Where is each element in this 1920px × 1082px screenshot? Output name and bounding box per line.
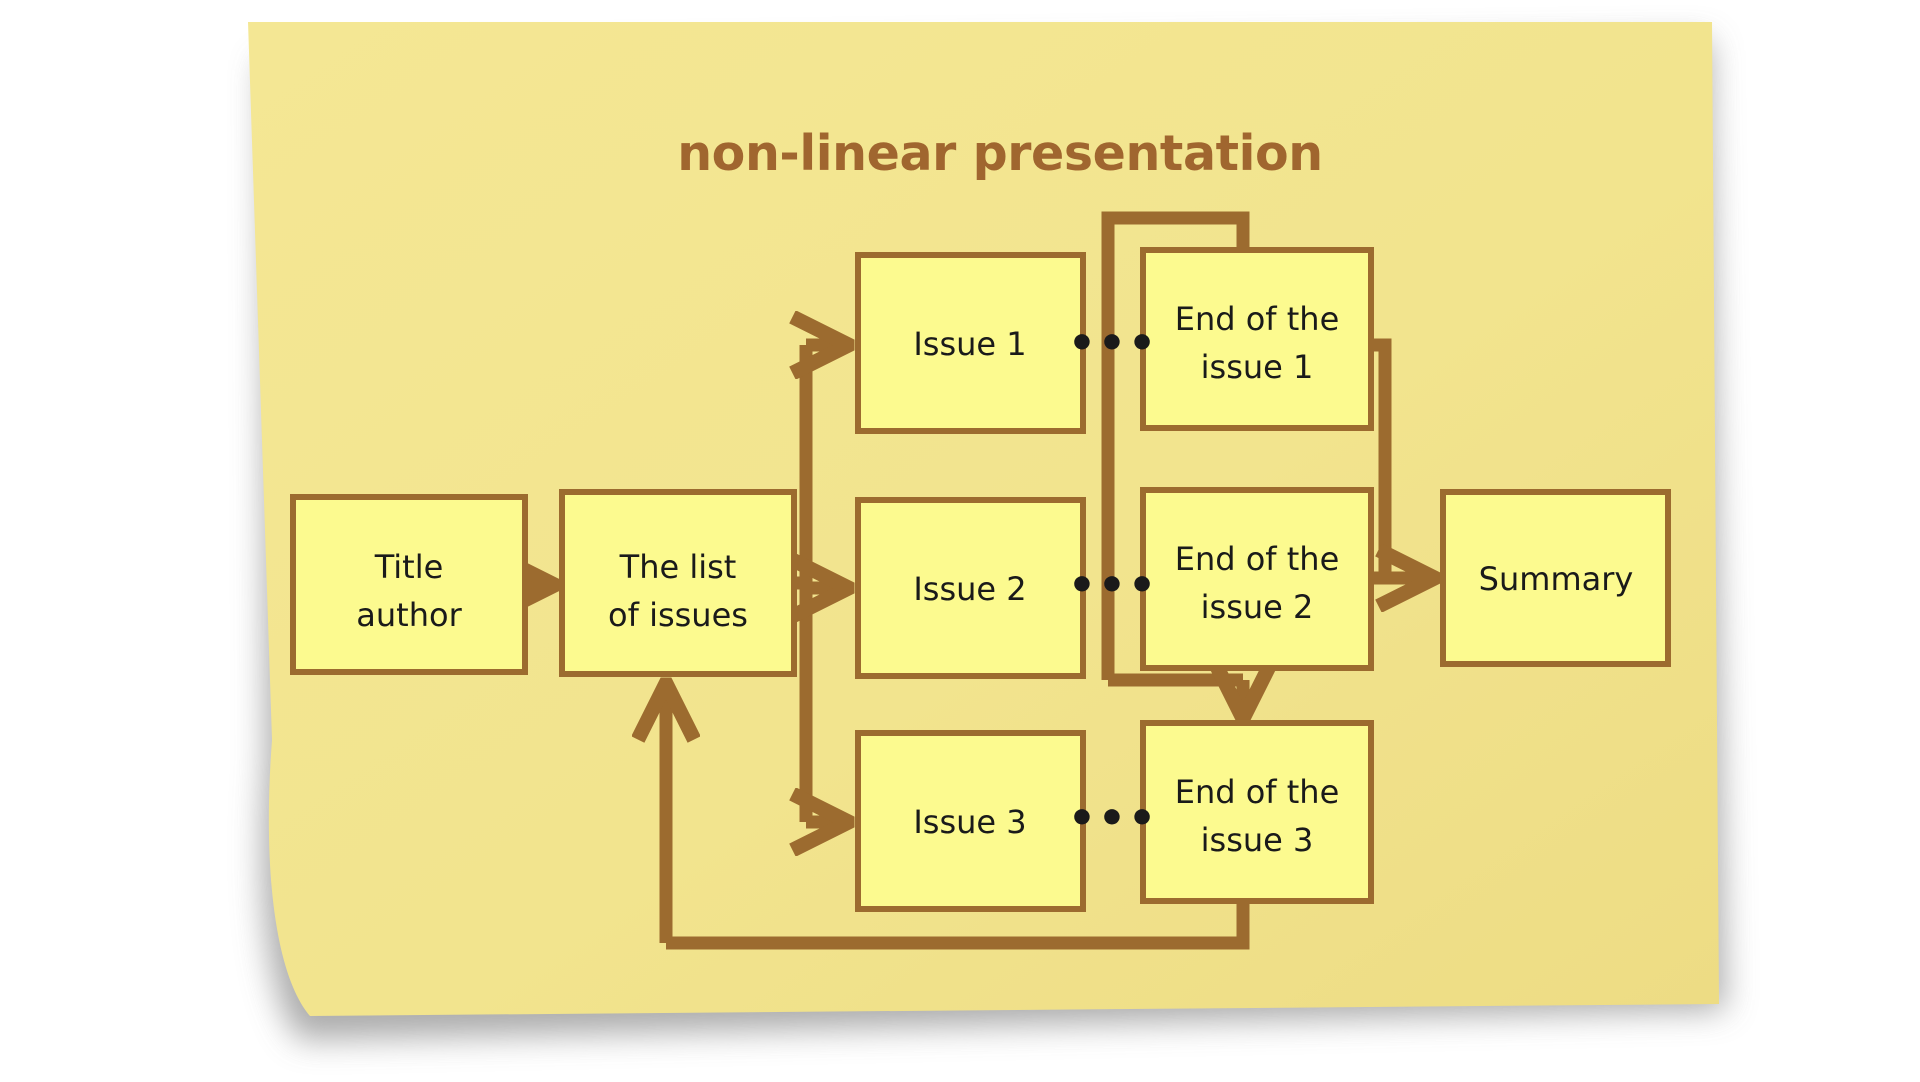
node-label: author	[356, 596, 462, 634]
ellipsis-issue-1: •••	[1068, 318, 1158, 369]
edge-end3-loop-to-list	[666, 901, 1250, 950]
node-label: The list	[619, 548, 737, 586]
node-label: Title	[374, 548, 444, 586]
edge-loop-up-to-end1	[1101, 211, 1250, 680]
node-group: Title author The list of issues Issue 1 …	[290, 247, 1671, 912]
node-label: Summary	[1479, 560, 1634, 598]
node-issue-1[interactable]: Issue 1	[855, 252, 1086, 434]
node-list-issues[interactable]: The list of issues	[559, 489, 797, 677]
node-issue-3[interactable]: Issue 3	[855, 730, 1086, 912]
node-label: issue 1	[1201, 348, 1314, 386]
node-issue-2[interactable]: Issue 2	[855, 497, 1086, 679]
node-end-issue-2[interactable]: End of the issue 2	[1140, 487, 1374, 671]
node-summary[interactable]: Summary	[1440, 489, 1671, 667]
node-end-issue-1[interactable]: End of the issue 1	[1140, 247, 1374, 431]
node-label: issue 2	[1201, 588, 1314, 626]
ellipsis-issue-2: •••	[1068, 560, 1158, 611]
node-title-author[interactable]: Title author	[290, 494, 528, 675]
edge-end1-right-rail	[1371, 338, 1392, 578]
node-label: Issue 1	[913, 325, 1026, 363]
page-title: non-linear presentation	[677, 125, 1323, 182]
node-label: End of the	[1175, 773, 1340, 811]
ellipsis-issue-3: •••	[1068, 793, 1158, 844]
node-label: Issue 2	[913, 570, 1026, 608]
node-label: Issue 3	[913, 803, 1026, 841]
node-label: End of the	[1175, 540, 1340, 578]
node-label: issue 3	[1201, 821, 1314, 859]
node-end-issue-3[interactable]: End of the issue 3	[1140, 720, 1374, 904]
node-label: End of the	[1175, 300, 1340, 338]
node-label: of issues	[608, 596, 748, 634]
